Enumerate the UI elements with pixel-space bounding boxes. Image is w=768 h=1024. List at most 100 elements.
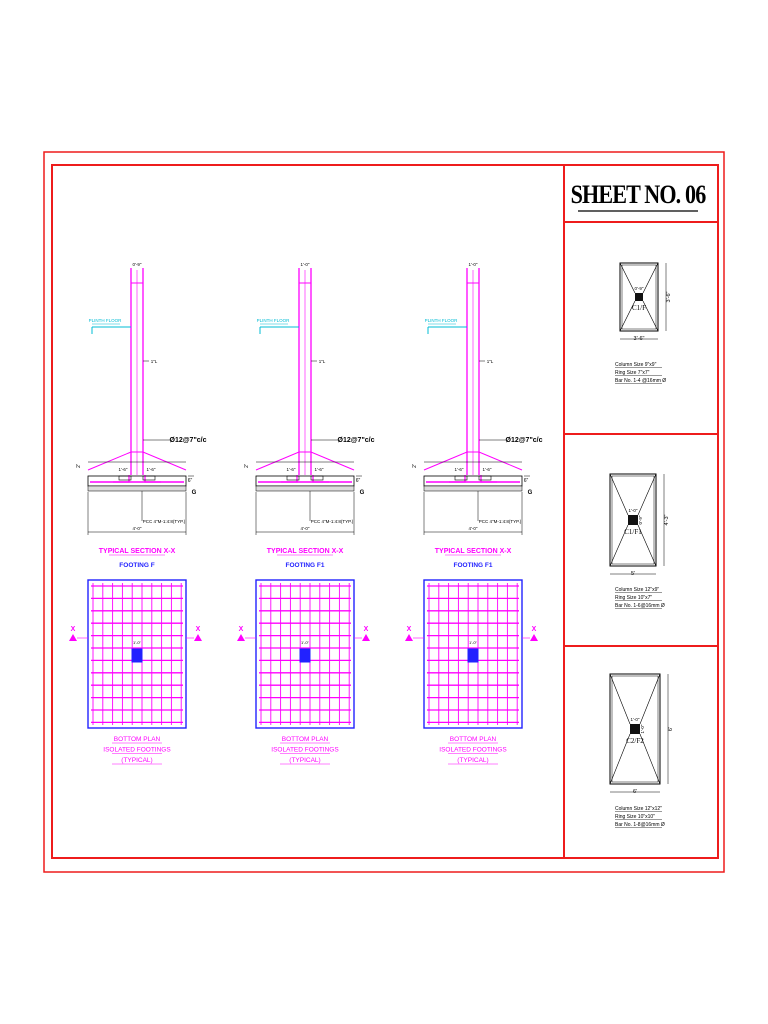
slope-line [609,473,629,516]
slope-line [619,262,636,294]
plan-column [299,648,311,663]
dim-right: 1'-6" [483,467,492,472]
footing-base [255,475,355,487]
column-schedule: C1/F0'-9"3'-6"3'-6"Column Size 9"x9"Ring… [609,262,674,828]
rebar-mesh [427,583,519,725]
plan-title-line-2: ISOLATED FOOTINGS [271,747,339,754]
pcc-note: PCC 4"M-1:4:8(TYP.) [479,519,522,524]
section-subtitle: FOOTING F [119,562,154,569]
slope-line [642,262,659,294]
section-marker-right [194,634,202,641]
footing-details: 0'-9"PLINTH FLOOR1"LØ12@7"c/c1'-6"1'-6"2… [69,262,543,765]
dim-right: 1'-6" [147,467,156,472]
anchor-right [142,475,156,481]
base-width-dim: 4'-0" [469,526,478,531]
depth-right: 6" [524,478,529,484]
column-mark: C1/F1 [624,528,642,536]
plan-column-dim: 1'-0" [301,640,310,645]
section-marker-right-label: X [196,626,201,633]
rebar-mesh [259,583,351,725]
footing-inner-outline [611,675,659,783]
base-width-dim: 4'-0" [301,526,310,531]
rebar-hook-left [449,475,466,483]
ground-mark: G [360,490,365,496]
dim-right: 1'-6" [315,467,324,472]
footing-3: 1'-0"PLINTH FLOOR1"LØ12@7"c/c1'-6"1'-6"2… [405,262,543,765]
footing-base [423,475,523,487]
section-marker-left-label: X [71,626,76,633]
dim-left: 1'-6" [287,467,296,472]
rebar-hook-right [312,475,329,483]
slope-line [642,300,659,332]
section-marker-right-label: X [364,626,369,633]
sheet-frame [43,151,725,873]
plinth-floor-label: PLINTH FLOOR [425,318,459,323]
plinth-floor-label: PLINTH FLOOR [89,318,123,323]
slope-note: 1"L [487,359,494,364]
slope-line [637,524,657,567]
plan-title-line-1: BOTTOM PLAN [114,736,161,743]
schedule-panel-1: C1/F0'-9"3'-6"3'-6"Column Size 9"x9"Ring… [615,262,672,384]
depth-right: 6" [188,478,193,484]
footing-outline [609,673,661,785]
pcc-layer [255,485,355,492]
schedule-note-1: Column Size 9"x9" [615,362,657,368]
plan-column [467,648,479,663]
dim-left: 1'-6" [455,467,464,472]
footing-slope [87,451,187,471]
pcc-layer [423,485,523,492]
column-dim-top: 0'-9" [635,286,644,291]
footing-slope [423,451,523,471]
plan-outline [423,579,523,729]
pcc-note: PCC 4"M-1:4:8(TYP.) [143,519,186,524]
schedule-note-3: Bar No. 1-6@16mm Ø [615,603,665,609]
slope-line [609,524,629,567]
section-marker-left [69,634,77,641]
plan-title-line-3: (TYPICAL) [289,757,320,764]
dim-left: 1'-6" [119,467,128,472]
bar-note: Ø12@7"c/c [170,437,207,444]
side-dim: 6' [668,727,674,731]
bar-note: Ø12@7"c/c [338,437,375,444]
plan-column-dim: 1'-0" [133,640,142,645]
anchor-left [454,475,468,481]
slope-line [619,300,636,332]
schedule-note-1: Column Size 12"x12" [615,806,662,812]
ground-mark: G [528,490,533,496]
bottom-dim: 3'-6" [634,336,645,342]
depth-left: 2' [412,464,418,468]
rebar-hook-left [113,475,130,483]
column-top-dim: 1'-0" [469,262,478,267]
section-title: TYPICAL SECTION X-X [267,548,344,555]
bottom-dim: 5' [631,571,635,577]
column-top-dim: 1'-0" [301,262,310,267]
slope-line [639,673,661,725]
section-marker-left [237,634,245,641]
slope-line [637,473,657,516]
plan-column [131,648,143,663]
section-marker-right [362,634,370,641]
column-dim-inner: 0'-9" [638,515,643,524]
plan-title-line-2: ISOLATED FOOTINGS [439,747,507,754]
schedule-note-3: Bar No. 1-8@16mm Ø [615,822,665,828]
column-dim-inner: 1'-0" [640,724,645,733]
section-marker-left [405,634,413,641]
plan-outline [87,579,187,729]
slope-note: 1"L [151,359,158,364]
schedule-note-2: Ring Size 7"x7" [615,370,650,376]
base-width-dim: 4'-0" [133,526,142,531]
slope-line [609,673,631,725]
anchor-right [478,475,492,481]
footing-outline [609,473,657,567]
plan-outline [255,579,355,729]
side-dim: 4'-3" [664,514,670,525]
slope-note: 1"L [319,359,326,364]
footing-slope [255,451,355,471]
rebar-mesh [91,583,183,725]
footing-inner-outline [621,264,657,330]
slope-line [609,733,631,785]
column-mark: C2/F2 [626,737,644,745]
depth-right: 6" [356,478,361,484]
plinth-floor-label: PLINTH FLOOR [257,318,291,323]
